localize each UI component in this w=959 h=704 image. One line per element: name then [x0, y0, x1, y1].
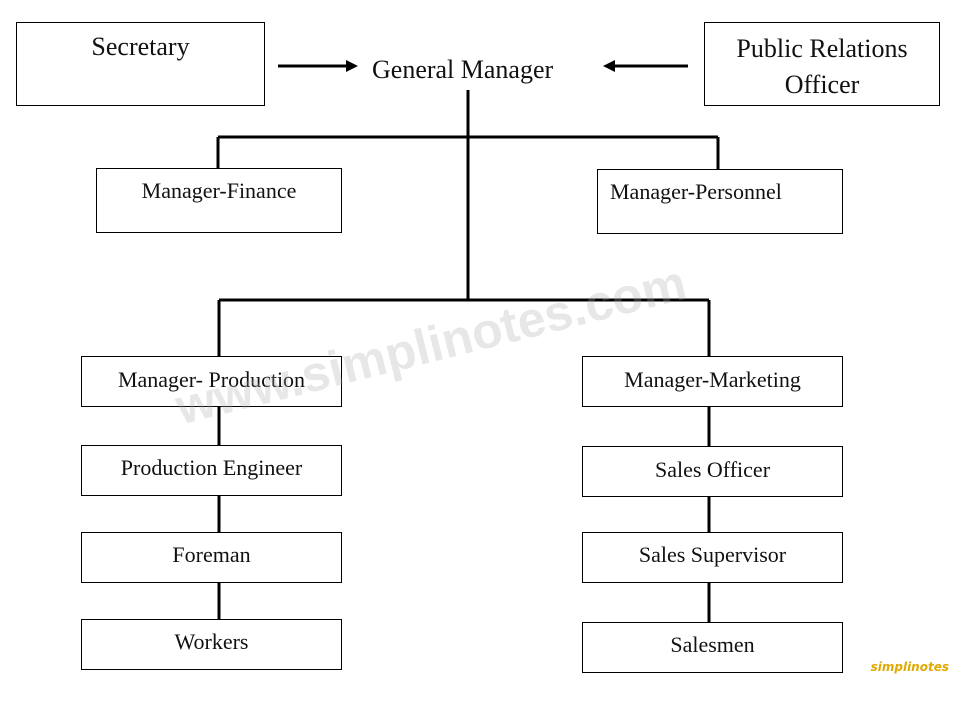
- manager-production-box: Manager- Production: [81, 356, 342, 407]
- salesmen-box: Salesmen: [582, 622, 843, 673]
- sales-officer-label: Sales Officer: [654, 457, 771, 482]
- secretary-arrowhead: [346, 60, 358, 72]
- production-engineer-box: Production Engineer: [81, 445, 342, 496]
- foreman-box: Foreman: [81, 532, 342, 583]
- sales-supervisor-box: Sales Supervisor: [582, 532, 843, 583]
- secretary-label: Secretary: [91, 32, 190, 61]
- sales-supervisor-label: Sales Supervisor: [638, 542, 787, 567]
- pro-arrowhead: [603, 60, 615, 72]
- simplinotes-logo: simplinotes: [870, 660, 949, 674]
- manager-marketing-label: Manager-Marketing: [624, 367, 801, 392]
- salesmen-label: Salesmen: [670, 632, 755, 657]
- manager-finance-label: Manager-Finance: [141, 178, 297, 203]
- general-manager-label: General Manager: [372, 55, 554, 84]
- secretary-box: Secretary: [16, 22, 265, 106]
- pro-label-line2: Officer: [784, 70, 860, 100]
- sales-officer-box: Sales Officer: [582, 446, 843, 497]
- manager-production-label: Manager- Production: [117, 367, 306, 392]
- workers-label: Workers: [174, 629, 249, 654]
- manager-finance-box: Manager-Finance: [96, 168, 342, 233]
- public-relations-officer-box: Public Relations Officer: [704, 22, 940, 106]
- manager-marketing-box: Manager-Marketing: [582, 356, 843, 407]
- manager-personnel-box: Manager-Personnel: [597, 169, 843, 234]
- production-engineer-label: Production Engineer: [120, 455, 303, 480]
- workers-box: Workers: [81, 619, 342, 670]
- foreman-label: Foreman: [172, 542, 251, 567]
- manager-personnel-label: Manager-Personnel: [610, 179, 782, 204]
- pro-label-line1: Public Relations: [736, 34, 908, 63]
